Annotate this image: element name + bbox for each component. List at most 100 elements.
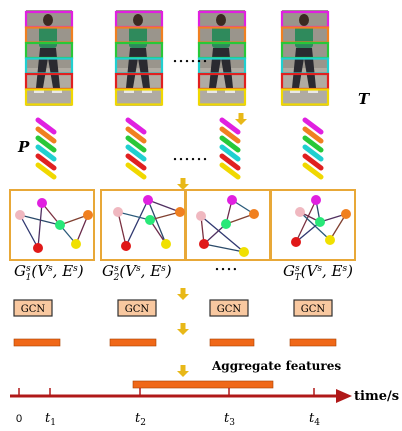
graph-label-part: , E — [322, 262, 343, 280]
graph-edge — [75, 214, 89, 245]
time-axis-arrowhead — [336, 389, 352, 403]
graph-edge — [203, 243, 245, 253]
part-stripe — [219, 162, 241, 180]
arrow-shaft — [180, 178, 186, 185]
graph-node — [196, 211, 206, 221]
arrow-shaft — [180, 288, 186, 295]
stripe-ellipsis: …… — [172, 144, 208, 165]
graph-edge — [147, 199, 181, 213]
arrows — [177, 113, 247, 377]
part-stripe — [219, 117, 241, 135]
part-stripe — [35, 135, 57, 153]
graph-edge — [295, 221, 321, 243]
person-head — [299, 14, 309, 26]
graph-label-part: s — [317, 264, 322, 274]
down-arrow-icon — [235, 113, 247, 125]
down-arrow-icon — [177, 323, 189, 335]
down-arrow-icon — [177, 288, 189, 300]
tick-t: t — [45, 411, 51, 426]
down-arrow-icon — [177, 365, 189, 377]
graph-edge — [19, 214, 39, 249]
graph-node — [55, 220, 65, 230]
person-shirt — [295, 26, 313, 48]
tick-sub: 3 — [229, 418, 235, 428]
arrow-head — [177, 329, 189, 335]
graph-node — [145, 215, 155, 225]
gcn-rect — [13, 299, 53, 317]
graph-label-part: s — [26, 264, 31, 274]
graph-node — [161, 239, 171, 249]
graph-label-part: s — [48, 264, 53, 274]
time-axis-label: time/s — [354, 389, 399, 404]
graph-node — [227, 195, 237, 205]
graph-edge — [117, 211, 151, 221]
arrow-head — [177, 184, 189, 190]
tick-sub: 4 — [314, 418, 320, 428]
part-stripe — [219, 126, 241, 144]
graph-node — [311, 195, 321, 205]
aggregate-bar — [132, 380, 274, 389]
graph-node — [239, 247, 249, 257]
part-box — [280, 88, 330, 106]
graph-label-part: (V — [31, 262, 50, 280]
graph-label-part: , E — [53, 262, 74, 280]
part-stripe — [35, 153, 57, 171]
tick-sub: 2 — [140, 418, 146, 428]
person-shirt — [129, 26, 147, 48]
graph-label-part: s — [73, 264, 78, 274]
graph-label-part: T — [295, 273, 302, 283]
graph-box-3 — [185, 189, 271, 261]
graph-label-part: G — [14, 262, 26, 280]
part-stripe — [219, 153, 241, 171]
graph-label-part: s — [136, 264, 141, 274]
part-stripe — [35, 117, 57, 135]
feature-bar-4 — [289, 338, 337, 347]
tick-t: t — [135, 411, 141, 426]
person-shirt — [212, 26, 230, 48]
graph-node — [315, 217, 325, 227]
gcn-box-3: GCN — [209, 299, 249, 317]
person-shirt — [39, 26, 57, 48]
graph-label-part: (V — [119, 262, 138, 280]
label-P: P — [17, 138, 30, 156]
person-crop-1 — [24, 10, 74, 106]
graph-edge — [149, 211, 181, 221]
part-stripe — [302, 126, 324, 144]
graph-node — [121, 241, 131, 251]
graph-node — [15, 210, 25, 220]
part-stripe — [125, 117, 147, 135]
part-box — [24, 88, 74, 106]
tick-t: t — [309, 411, 315, 426]
graph-frame — [9, 189, 95, 261]
gcn-label: GCN — [217, 304, 242, 315]
part-stripe — [219, 135, 241, 153]
graph-node — [199, 239, 209, 249]
feature-bar-2 — [109, 338, 157, 347]
part-stripe — [125, 126, 147, 144]
part-box — [197, 88, 247, 106]
graph-edge — [37, 202, 43, 249]
part-stripe — [125, 135, 147, 153]
feature-bar-3 — [209, 338, 255, 347]
graph-node — [295, 207, 305, 217]
graph-node — [291, 237, 301, 247]
graph-label-part: s — [161, 264, 166, 274]
graph-box-1 — [9, 189, 95, 261]
gcn-rect — [209, 299, 249, 317]
top-ellipsis: …… — [172, 46, 208, 67]
person-crop-4 — [280, 10, 330, 106]
graph-box-4 — [270, 189, 356, 261]
tick-label-1: t1 — [45, 411, 56, 428]
graph-node — [143, 195, 153, 205]
arrow-head — [177, 371, 189, 377]
stripe-group-2 — [125, 117, 147, 180]
part-stripe — [35, 126, 57, 144]
graph-label-part: 2 — [113, 273, 120, 283]
gcn-box-2: GCN — [117, 299, 157, 317]
person-head — [133, 14, 143, 26]
part-stripe — [302, 135, 324, 153]
